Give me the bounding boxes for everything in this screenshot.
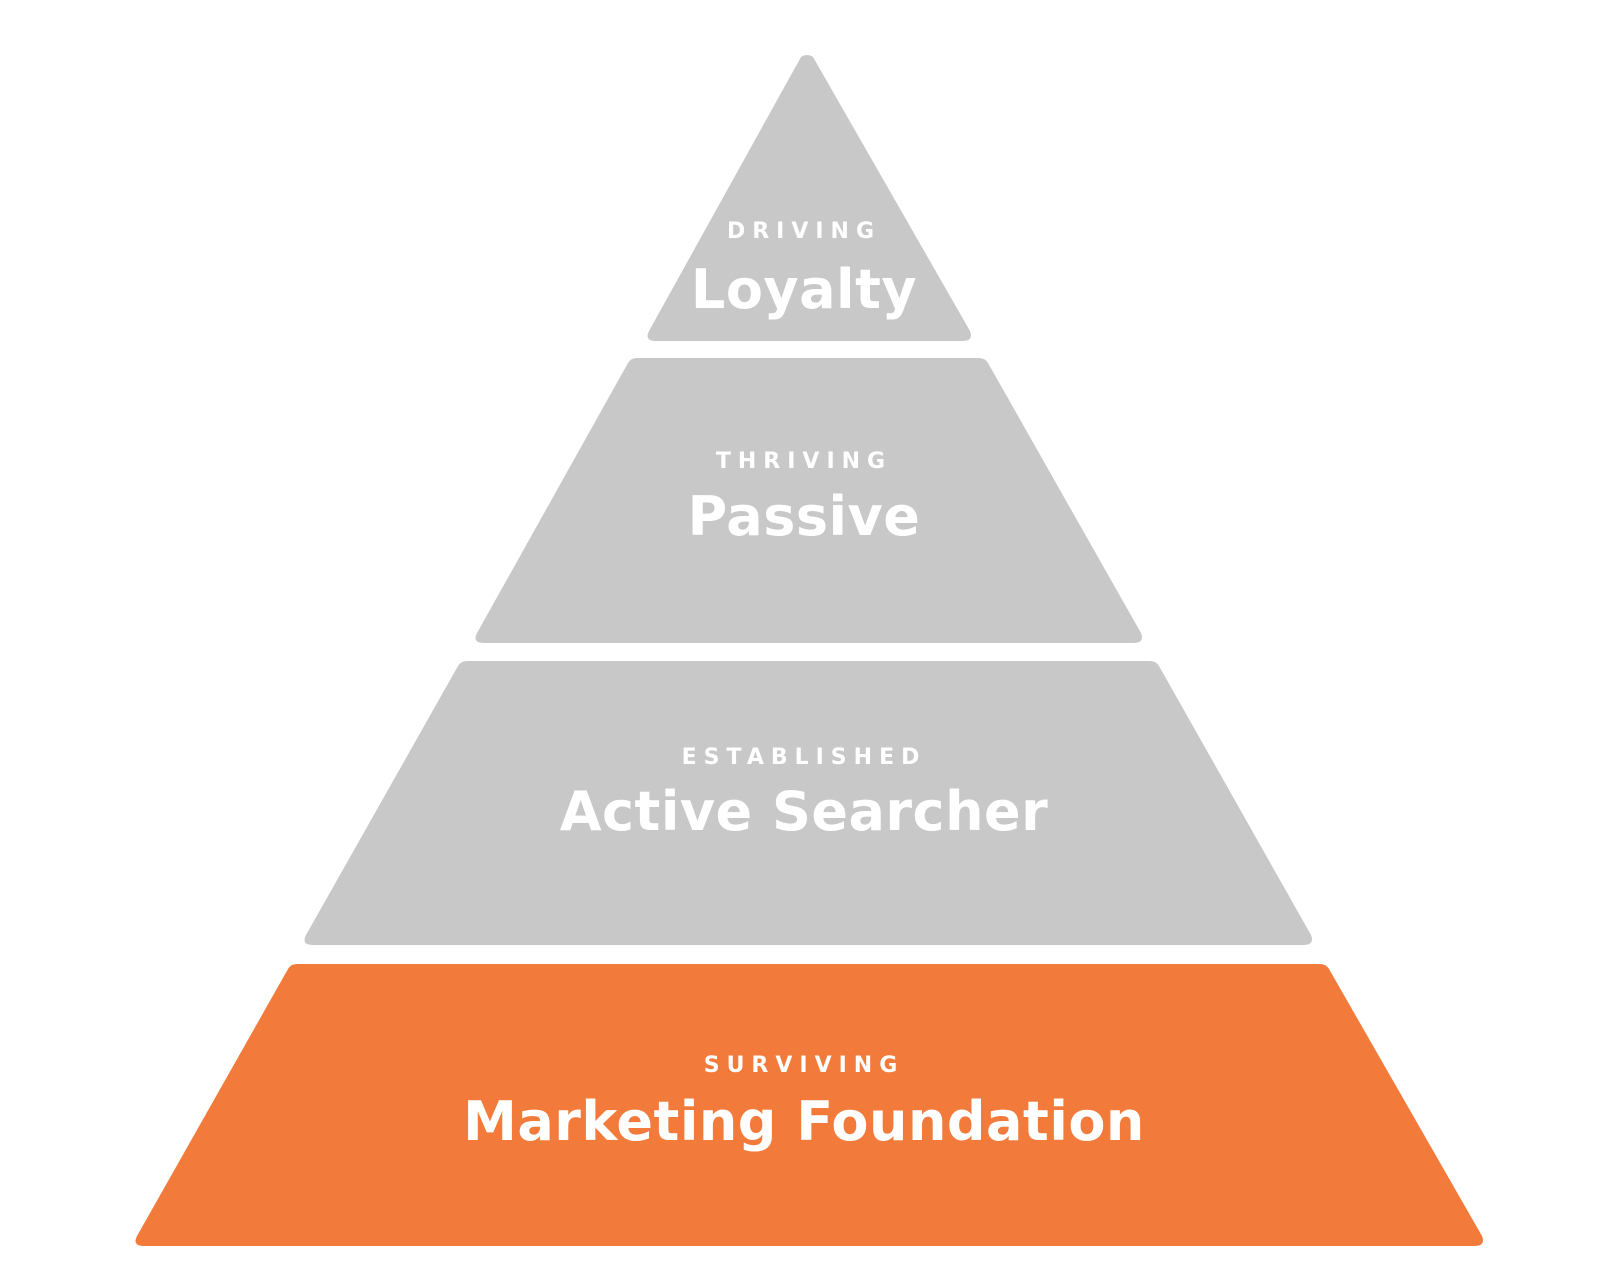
pyramid-layer-loyalty-title: Loyalty	[690, 258, 918, 321]
pyramid-layer-marketing-foundation-kicker: SURVIVING	[703, 1053, 905, 1078]
pyramid-layer-marketing-foundation-shape	[135, 964, 1483, 1246]
pyramid-layer-passive-kicker: THRIVING	[715, 449, 893, 474]
pyramid-layer-marketing-foundation-title: Marketing Foundation	[463, 1090, 1145, 1153]
pyramid-layer-active-searcher-shape	[304, 661, 1312, 945]
pyramid-layer-loyalty-kicker: DRIVING	[726, 219, 882, 244]
pyramid-layer-active-searcher-kicker: ESTABLISHED	[681, 745, 927, 770]
pyramid-layer-active-searcher-title: Active Searcher	[559, 780, 1049, 843]
pyramid-layer-passive-title: Passive	[687, 485, 921, 548]
pyramid-layer-loyalty-shape	[647, 55, 971, 341]
pyramid-layer-passive-shape	[475, 358, 1142, 643]
